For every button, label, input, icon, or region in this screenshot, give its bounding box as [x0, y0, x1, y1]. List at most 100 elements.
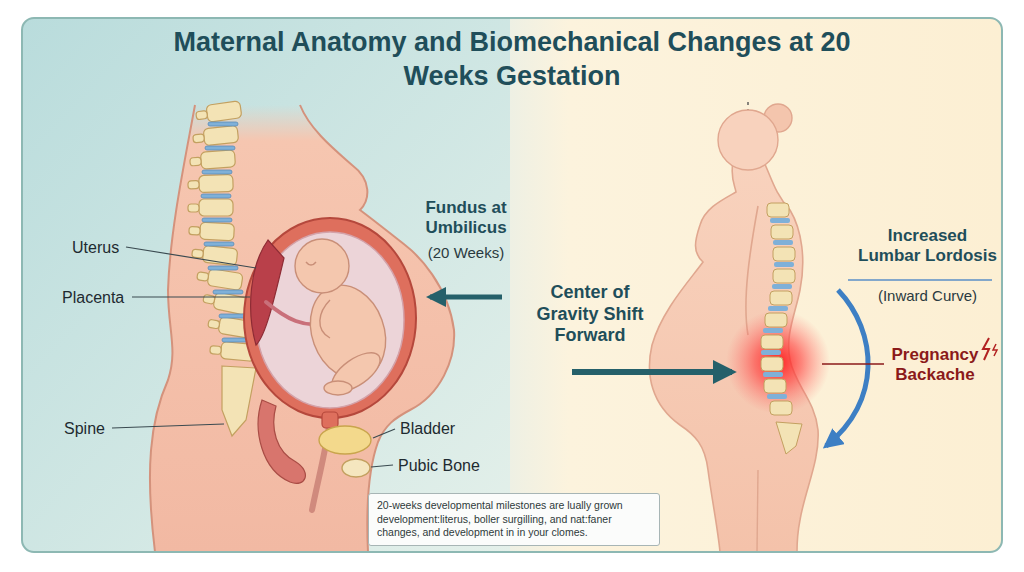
head [718, 110, 778, 170]
gravity-arrow [572, 369, 732, 375]
part-label: (20 Weeks) [406, 244, 526, 262]
fundus-arrow [430, 295, 502, 300]
right-panel [510, 18, 1002, 552]
vertebra [764, 379, 786, 393]
spinous-process [196, 110, 208, 119]
torso-section [150, 105, 454, 552]
cervix [322, 412, 338, 428]
vertebra [195, 101, 242, 124]
disc [763, 328, 783, 333]
pubic-bone [342, 459, 370, 477]
vertebra [192, 125, 239, 147]
sacrum [222, 366, 256, 436]
fetus [295, 239, 398, 399]
disc [205, 146, 235, 150]
vertebra-body [200, 222, 235, 241]
vertebra [761, 335, 783, 349]
vertebra [188, 174, 234, 193]
pain-symbol [993, 344, 997, 356]
spinous-process [188, 204, 199, 212]
disc [773, 240, 793, 245]
leader-line [822, 363, 884, 364]
part-label: Increased Lumbar Lordosis [855, 226, 1000, 267]
part-label: (Inward Curve) [855, 287, 1000, 305]
vertebra [773, 269, 795, 283]
vertebra-body [207, 268, 243, 290]
vertebra [202, 289, 250, 315]
disc [202, 218, 232, 222]
front-outline [649, 162, 736, 552]
vertebra [761, 357, 783, 371]
spine-column [188, 101, 256, 436]
disc [208, 266, 238, 270]
vertebra [767, 203, 789, 217]
lumbar-discs [761, 218, 794, 399]
leader-line [126, 247, 256, 268]
spinous-process [197, 272, 209, 282]
back-outline [150, 105, 195, 552]
disc [763, 372, 783, 377]
leader-line [371, 465, 393, 467]
vertebra [773, 247, 795, 261]
spinous-process [210, 346, 222, 355]
disc [201, 194, 231, 198]
vertebra [770, 401, 792, 415]
torso-body [150, 105, 454, 552]
spinous-process [208, 319, 220, 329]
fetus-head [295, 239, 349, 293]
vertebra [188, 199, 233, 216]
vertebra [189, 222, 235, 241]
disc [767, 394, 787, 399]
disc [772, 284, 792, 289]
part-label: Pregnancy Backache [880, 345, 990, 386]
leader-line [373, 429, 395, 438]
disc [204, 242, 234, 246]
left-panel [22, 18, 512, 552]
part-label: Pubic Bone [398, 456, 480, 475]
vertebra [189, 150, 235, 170]
part-label: Placenta [62, 288, 124, 307]
spinous-process [190, 157, 202, 166]
bladder [319, 426, 371, 454]
spinous-process [193, 134, 205, 143]
frame-border [22, 18, 1002, 552]
spinous-process [203, 294, 215, 304]
lordosis-arrow [826, 290, 868, 446]
part-label: Fundus at Umbilicus [406, 198, 526, 239]
leader-lines [112, 247, 395, 467]
lumbar-spine [761, 203, 802, 454]
disc [761, 350, 781, 355]
placenta [251, 240, 284, 345]
vertebra [191, 244, 238, 266]
vertebra [771, 225, 793, 239]
part-label: Bladder [400, 419, 455, 438]
vertebra-body [203, 125, 239, 145]
spinous-process [188, 181, 199, 189]
diagram-title: Maternal Anatomy and Biomechanical Chang… [152, 26, 872, 94]
note-text: 20-weeks developmental milestones are lu… [377, 499, 651, 540]
pain-glow [726, 310, 830, 414]
vertebra-body [199, 199, 233, 216]
pelvic-organs [244, 218, 416, 510]
pain-symbol [983, 338, 989, 360]
part-label: Uterus [72, 238, 119, 257]
vertebra [765, 313, 787, 327]
uterus-wall [244, 218, 416, 418]
underline-rule [848, 279, 992, 280]
fetus-arm [320, 300, 330, 338]
panels [22, 18, 1002, 552]
vertebra [770, 291, 792, 305]
disc [768, 306, 788, 311]
fetus-foot [324, 381, 352, 395]
disc [213, 290, 243, 294]
vertebra-body [200, 150, 235, 169]
part-label: Spine [64, 419, 105, 438]
disc [774, 262, 794, 267]
vertebra-body [199, 174, 234, 192]
disc [202, 170, 232, 174]
spinous-process [189, 227, 200, 236]
sacrum [776, 422, 802, 454]
fetus-eye [306, 262, 316, 265]
leader-line [132, 296, 250, 297]
rectum [258, 400, 305, 483]
